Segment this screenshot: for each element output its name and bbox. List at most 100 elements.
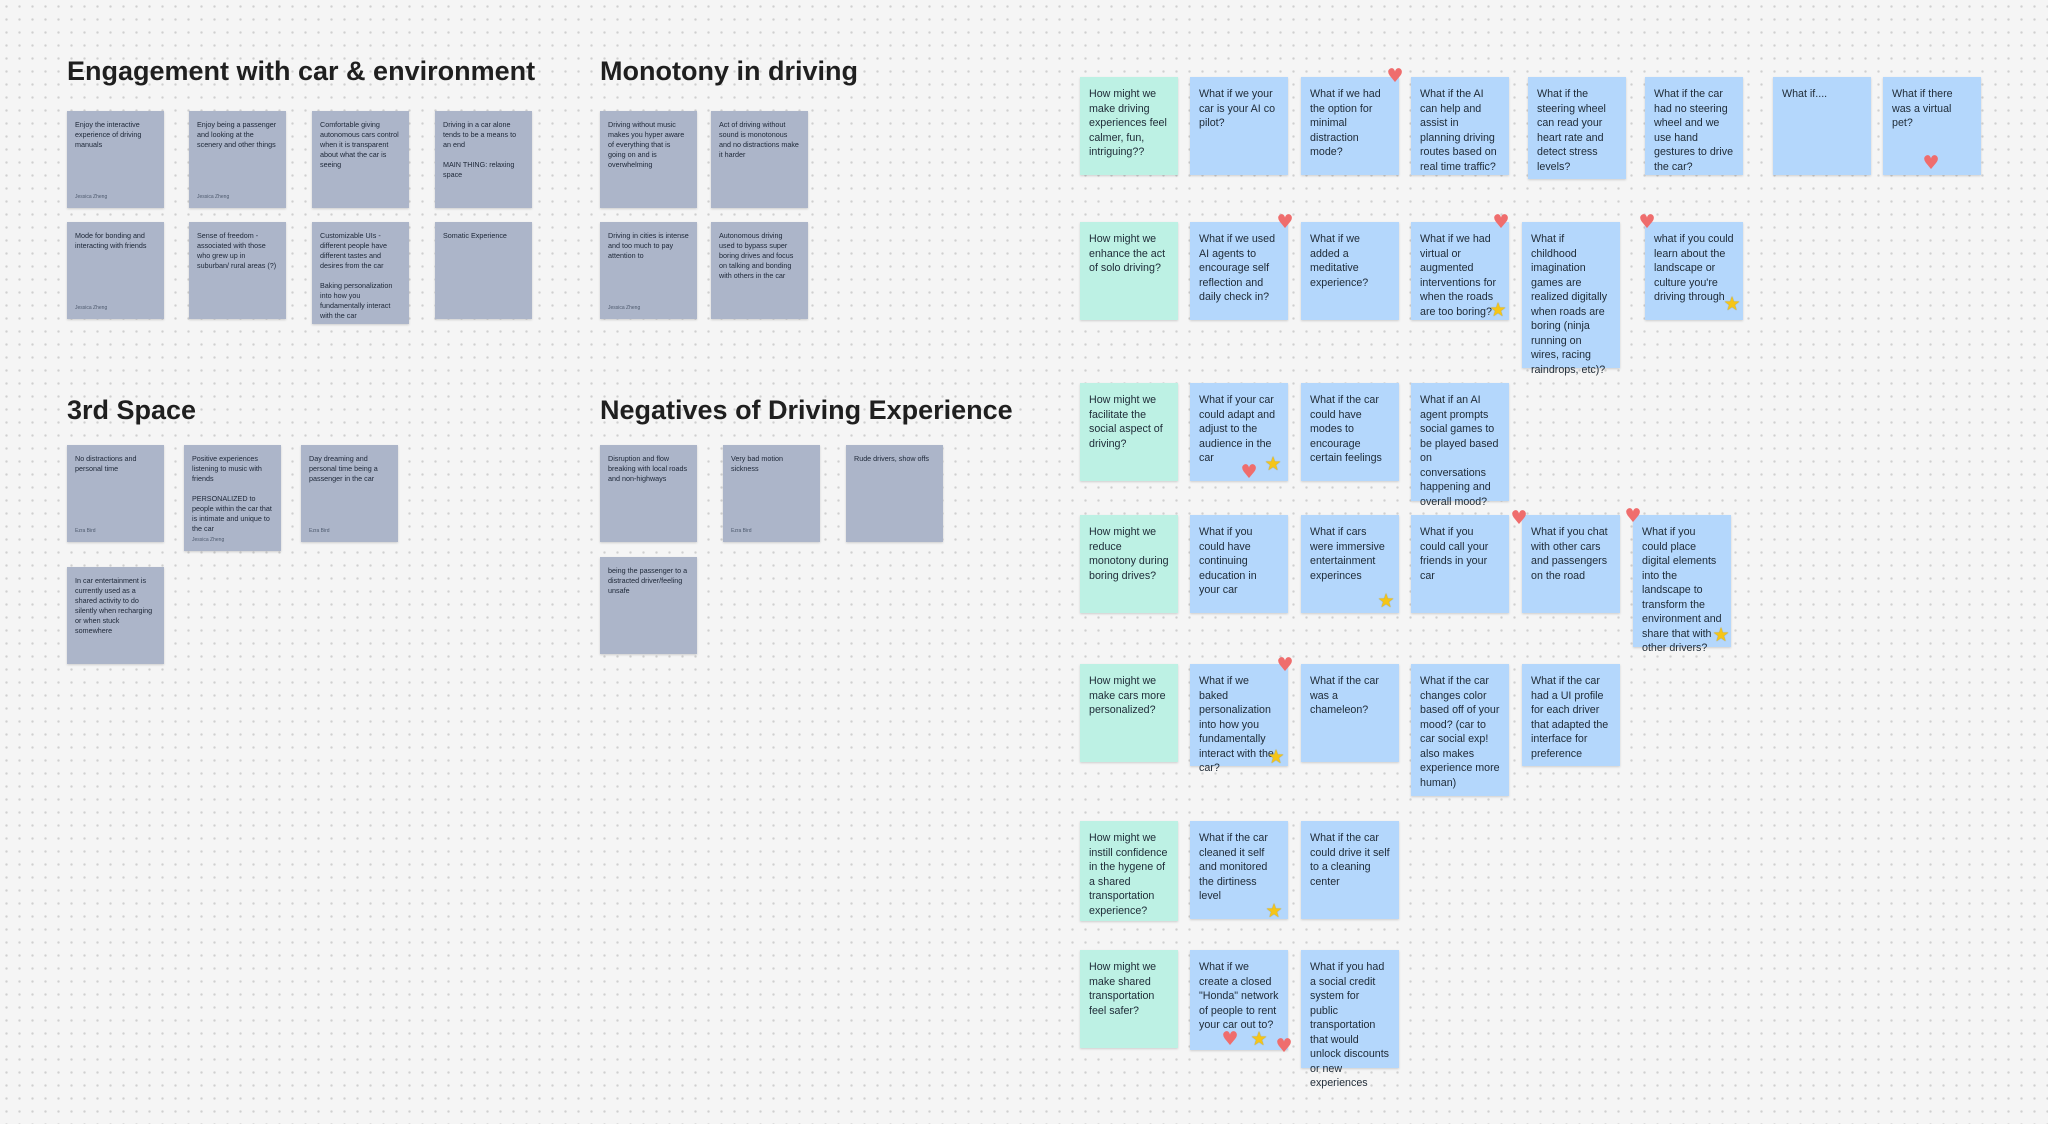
heart-icon[interactable]: ♥ xyxy=(1240,461,1258,483)
note-text: In car entertainment is currently used a… xyxy=(75,576,153,635)
note-text: Rude drivers, show offs xyxy=(854,454,929,463)
note-author: Jessica Zheng xyxy=(197,194,230,200)
sticky-note[interactable]: Mode for bonding and interacting with fr… xyxy=(67,222,164,319)
sticky-note[interactable]: Driving in cities is intense and too muc… xyxy=(600,222,697,319)
hmw-question-note[interactable]: How might we facilitate the social aspec… xyxy=(1080,383,1178,481)
idea-note[interactable]: What if the AI can help and assist in pl… xyxy=(1411,77,1509,175)
sticky-note[interactable]: Positive experiences listening to music … xyxy=(184,445,281,551)
idea-note[interactable]: What if we create a closed "Honda" netwo… xyxy=(1190,950,1288,1050)
note-text: How might we reduce monotony during bori… xyxy=(1089,526,1169,582)
idea-note[interactable]: What if the steering wheel can read your… xyxy=(1528,77,1626,179)
sticky-note[interactable]: Driving in a car alone tends to be a mea… xyxy=(435,111,532,208)
star-icon[interactable]: ★ xyxy=(1489,299,1507,321)
sticky-note[interactable]: Rude drivers, show offs xyxy=(846,445,943,542)
idea-note[interactable]: What if.... xyxy=(1773,77,1871,175)
note-text: What if childhood imagination games are … xyxy=(1531,233,1608,376)
idea-note[interactable]: What if you could call your friends in y… xyxy=(1411,515,1509,613)
heart-icon[interactable]: ♥ xyxy=(1624,505,1642,527)
sticky-note[interactable]: being the passenger to a distracted driv… xyxy=(600,557,697,654)
idea-note[interactable]: what if you could learn about the landsc… xyxy=(1645,222,1743,320)
heart-icon[interactable]: ♥ xyxy=(1276,654,1294,676)
note-author: Jessica Zheng xyxy=(75,305,108,311)
star-icon[interactable]: ★ xyxy=(1712,624,1730,646)
sticky-note[interactable]: Sense of freedom - associated with those… xyxy=(189,222,286,319)
note-author: Jessica Zheng xyxy=(608,305,641,311)
idea-note[interactable]: What if you chat with other cars and pas… xyxy=(1522,515,1620,613)
sticky-note[interactable]: In car entertainment is currently used a… xyxy=(67,567,164,664)
star-icon[interactable]: ★ xyxy=(1377,590,1395,612)
sticky-note[interactable]: Driving without music makes you hyper aw… xyxy=(600,111,697,208)
idea-note[interactable]: What if we added a meditative experience… xyxy=(1301,222,1399,320)
idea-note[interactable]: What if your car could adapt and adjust … xyxy=(1190,383,1288,481)
idea-note[interactable]: What if we baked personalization into ho… xyxy=(1190,664,1288,774)
idea-note[interactable]: What if childhood imagination games are … xyxy=(1522,222,1620,376)
heart-icon[interactable]: ♥ xyxy=(1276,211,1294,233)
hmw-question-note[interactable]: How might we make cars more personalized… xyxy=(1080,664,1178,762)
note-text: Positive experiences listening to music … xyxy=(192,454,272,533)
sticky-note[interactable]: Enjoy being a passenger and looking at t… xyxy=(189,111,286,208)
idea-note[interactable]: What if the car was a chameleon? xyxy=(1301,664,1399,762)
heart-icon[interactable]: ♥ xyxy=(1492,211,1510,233)
sticky-note[interactable]: Customizable UIs - different people have… xyxy=(312,222,409,324)
hmw-question-note[interactable]: How might we instill confidence in the h… xyxy=(1080,821,1178,921)
note-text: Disruption and flow breaking with local … xyxy=(608,454,688,483)
sticky-note[interactable]: Autonomous driving used to bypass super … xyxy=(711,222,808,319)
idea-note[interactable]: What if the car had no steering wheel an… xyxy=(1645,77,1743,175)
hmw-question-note[interactable]: How might we make shared transportation … xyxy=(1080,950,1178,1048)
section-title-engagement[interactable]: Engagement with car & environment xyxy=(67,56,536,86)
idea-note[interactable]: What if an AI agent prompts social games… xyxy=(1411,383,1509,508)
idea-note[interactable]: What if we used AI agents to encourage s… xyxy=(1190,222,1288,320)
idea-note[interactable]: What if we your car is your AI co pilot? xyxy=(1190,77,1288,175)
sticky-note[interactable]: Day dreaming and personal time being a p… xyxy=(301,445,398,542)
sticky-note[interactable]: Somatic Experience xyxy=(435,222,532,319)
hmw-question-note[interactable]: How might we make driving experiences fe… xyxy=(1080,77,1178,175)
note-text: Comfortable giving autonomous cars contr… xyxy=(320,120,399,169)
idea-note[interactable]: What if you could have continuing educat… xyxy=(1190,515,1288,613)
heart-icon[interactable]: ♥ xyxy=(1221,1028,1239,1050)
idea-note[interactable]: What if you had a social credit system f… xyxy=(1301,950,1399,1089)
hmw-question-note[interactable]: How might we reduce monotony during bori… xyxy=(1080,515,1178,613)
sticky-note[interactable]: Act of driving without sound is monotono… xyxy=(711,111,808,208)
section-title-negatives[interactable]: Negatives of Driving Experience xyxy=(600,395,1013,425)
note-text: What if cars were immersive entertainmen… xyxy=(1310,526,1385,582)
idea-note[interactable]: What if the car changes color based off … xyxy=(1411,664,1509,796)
note-text: How might we facilitate the social aspec… xyxy=(1089,394,1163,450)
star-icon[interactable]: ★ xyxy=(1264,453,1282,475)
star-icon[interactable]: ★ xyxy=(1267,746,1285,768)
sticky-note[interactable]: Comfortable giving autonomous cars contr… xyxy=(312,111,409,208)
note-text: How might we instill confidence in the h… xyxy=(1089,832,1168,917)
note-text: Mode for bonding and interacting with fr… xyxy=(75,231,147,250)
star-icon[interactable]: ★ xyxy=(1265,900,1283,922)
idea-note[interactable]: What if there was a virtual pet? xyxy=(1883,77,1981,175)
idea-note[interactable]: What if we had virtual or augmented inte… xyxy=(1411,222,1509,320)
heart-icon[interactable]: ♥ xyxy=(1510,507,1528,529)
sticky-note[interactable]: Enjoy the interactive experience of driv… xyxy=(67,111,164,208)
idea-note[interactable]: What if the car could have modes to enco… xyxy=(1301,383,1399,481)
note-text: How might we make driving experiences fe… xyxy=(1089,88,1167,159)
idea-note[interactable]: What if the car had a UI profile for eac… xyxy=(1522,664,1620,766)
idea-note[interactable]: What if we had the option for minimal di… xyxy=(1301,77,1399,175)
heart-icon[interactable]: ♥ xyxy=(1386,65,1404,87)
section-title-3rd-space[interactable]: 3rd Space xyxy=(67,395,197,425)
heart-icon[interactable]: ♥ xyxy=(1275,1035,1293,1057)
sticky-note[interactable]: Disruption and flow breaking with local … xyxy=(600,445,697,542)
idea-note[interactable]: What if the car could drive it self to a… xyxy=(1301,821,1399,919)
hmw-question-note[interactable]: How might we enhance the act of solo dri… xyxy=(1080,222,1178,320)
note-text: What if you could place digital elements… xyxy=(1642,526,1722,655)
note-text: What if the car could have modes to enco… xyxy=(1310,394,1382,465)
note-text: What if we had virtual or augmented inte… xyxy=(1420,233,1497,318)
idea-note[interactable]: What if the car cleaned it self and moni… xyxy=(1190,821,1288,919)
idea-note[interactable]: What if you could place digital elements… xyxy=(1633,515,1731,654)
heart-icon[interactable]: ♥ xyxy=(1922,152,1940,174)
section-title-monotony[interactable]: Monotony in driving xyxy=(600,56,858,86)
heart-icon[interactable]: ♥ xyxy=(1638,211,1656,233)
star-icon[interactable]: ★ xyxy=(1723,293,1741,315)
idea-note[interactable]: What if cars were immersive entertainmen… xyxy=(1301,515,1399,613)
note-author: Ezra Bird xyxy=(309,528,330,534)
note-text: No distractions and personal time xyxy=(75,454,137,473)
star-icon[interactable]: ★ xyxy=(1250,1028,1268,1050)
note-text: What if we used AI agents to encourage s… xyxy=(1199,233,1276,304)
